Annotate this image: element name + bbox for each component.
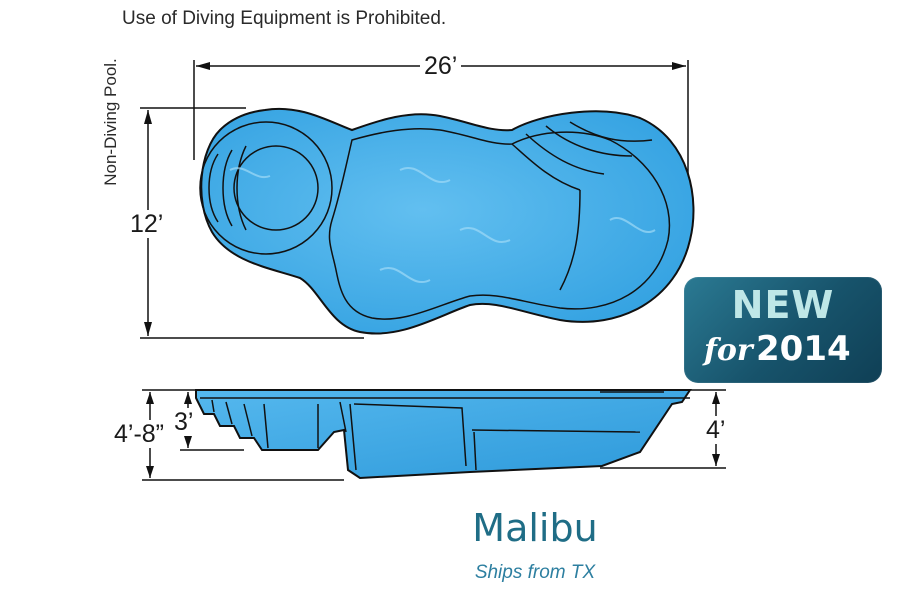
pool-profile-view: [195, 389, 692, 480]
shallow-depth-label: 3’: [172, 408, 196, 436]
shipping-text: Ships from TX: [474, 562, 596, 583]
pool-profile-shell: [195, 389, 692, 480]
new-for-2014-badge: NEW for 2014: [684, 277, 882, 383]
step-circle-inner: [233, 145, 319, 231]
width-dimension-label: 12’: [126, 210, 168, 238]
pool-plan-view: [199, 107, 695, 335]
deep-depth-label: 4’: [702, 416, 730, 444]
badge-new-text: NEW: [731, 283, 835, 327]
pool-plan-inner: [328, 127, 671, 320]
total-depth-label: 4’-8”: [110, 420, 169, 448]
non-diving-notice: Non-Diving Pool.: [101, 58, 120, 186]
diving-notice: Use of Diving Equipment is Prohibited.: [122, 8, 447, 29]
step-circle-outer: [199, 121, 333, 255]
model-name: Malibu: [472, 506, 598, 550]
length-dimension-label: 26’: [420, 52, 462, 80]
badge-for-text: for: [704, 333, 753, 368]
badge-year-text: 2014: [756, 329, 851, 369]
